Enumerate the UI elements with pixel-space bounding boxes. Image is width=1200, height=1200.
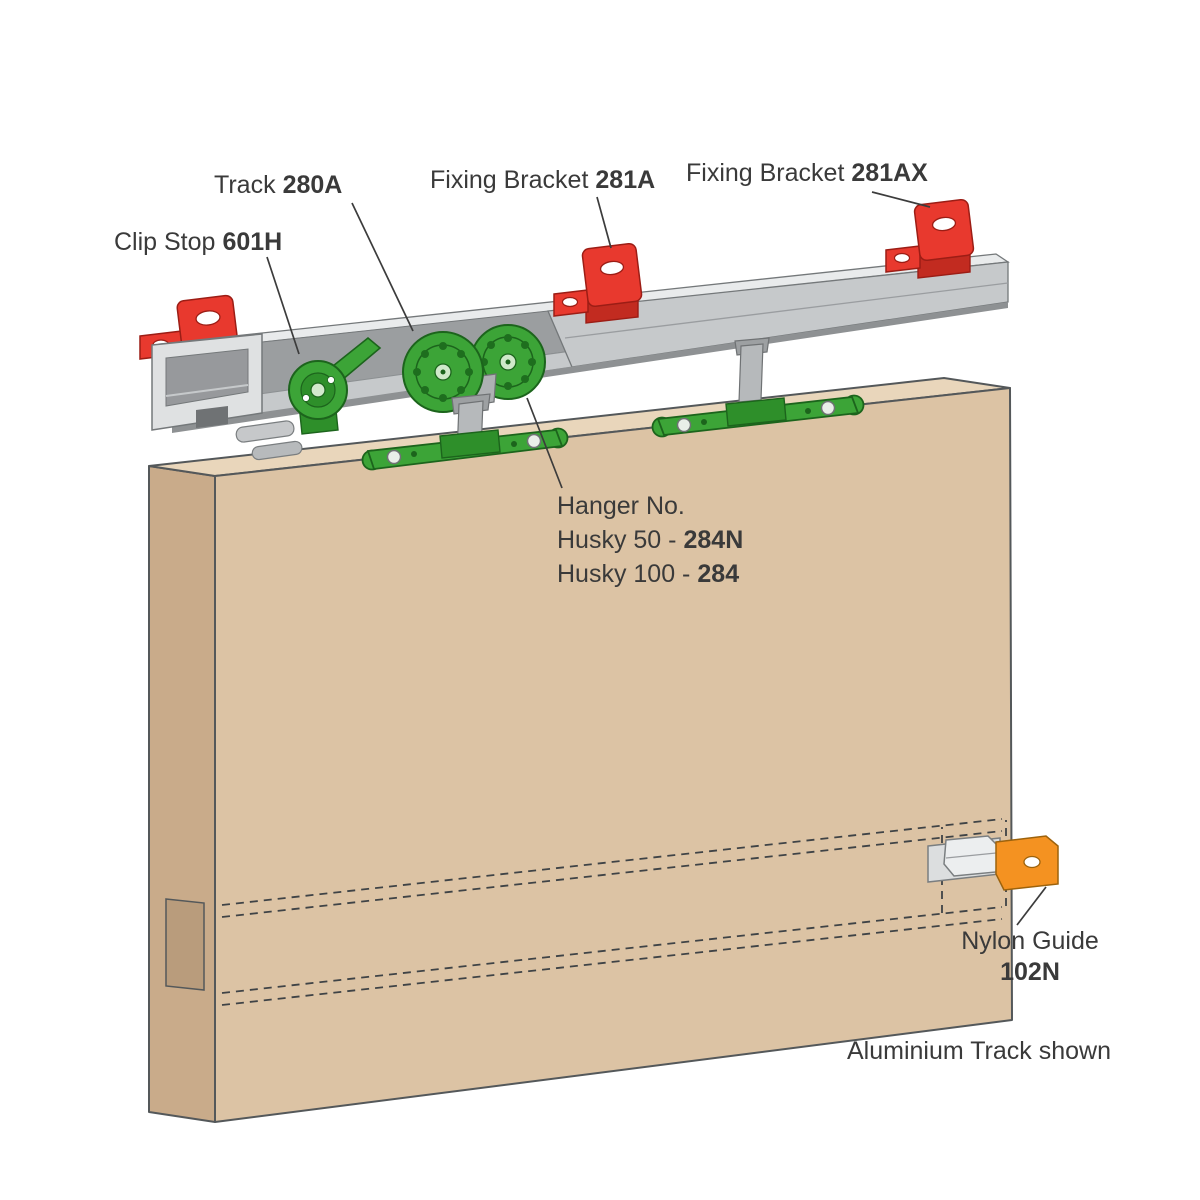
hanger-wheel-front <box>402 331 484 413</box>
groove-hidden-lines <box>221 818 1007 1006</box>
label-fixing-bracket-281a-code: 281A <box>595 166 656 194</box>
hanger-bracket-boss <box>725 397 787 427</box>
bracket-hole <box>805 408 811 414</box>
label-nylon-guide-name: Nylon Guide <box>961 927 1099 955</box>
groove-hidden-line <box>221 918 1003 1006</box>
label-hanger-row2-name: Husky 100 - <box>557 560 691 588</box>
clip-stop-hole <box>327 376 335 384</box>
label-hanger-row1-name: Husky 50 - <box>557 526 677 554</box>
end-stop-pin <box>235 420 295 443</box>
label-fixing-bracket-281a-name: Fixing Bracket <box>430 166 589 194</box>
wheel-hub-dot <box>505 359 511 365</box>
bracket-hole <box>701 419 707 425</box>
hanger-front-graphic <box>361 324 569 471</box>
groove-hidden-line <box>221 818 1003 906</box>
label-hanger: Hanger No. Husky 50 -284N Husky 100 -284 <box>557 489 743 591</box>
bracket-foot-hole <box>561 296 579 308</box>
leader-line-bracket-281ax <box>871 191 931 208</box>
label-footnote: Aluminium Track shown <box>847 1037 1111 1065</box>
door-side-face <box>148 465 216 1123</box>
track-end-slot <box>196 406 228 428</box>
door-groove-notch <box>165 898 205 991</box>
label-fixing-bracket-281ax-name: Fixing Bracket <box>686 159 845 187</box>
bracket-screw <box>820 400 836 416</box>
leader-line-bracket-281a <box>596 196 612 249</box>
clip-stop-hole <box>302 394 310 402</box>
bracket-screw <box>526 433 542 449</box>
label-clip-stop-code: 601H <box>222 228 283 256</box>
bracket-foot-hole <box>893 252 911 264</box>
wheel-holes <box>413 342 473 402</box>
clip-stop-hub <box>310 382 326 398</box>
track-end-hollow <box>165 348 249 407</box>
end-stop-pin <box>251 440 303 461</box>
guide-block-line <box>945 852 997 859</box>
leader-line-nylon-guide <box>1016 886 1047 926</box>
label-nylon-guide-code: 102N <box>1000 958 1060 987</box>
hanger-bracket-boss <box>439 429 501 459</box>
hanger-stem <box>738 343 764 403</box>
guide-bracket-hole <box>1023 855 1041 869</box>
label-hanger-row1-code: 284N <box>683 526 744 554</box>
wheel-hub-dot <box>440 369 446 375</box>
bracket-hole <box>511 441 517 447</box>
bracket-hole <box>411 451 417 457</box>
label-hanger-row2-code: 284 <box>697 560 740 588</box>
track-bottom-lip <box>172 302 1008 433</box>
label-clip-stop-name: Clip Stop <box>114 228 216 256</box>
label-track-name: Track <box>214 171 276 199</box>
bracket-hole <box>599 260 625 276</box>
groove-hidden-line <box>221 830 1003 918</box>
label-track-code: 280A <box>282 171 343 199</box>
bracket-screw <box>676 417 692 433</box>
label-hanger-title: Hanger No. <box>557 492 685 520</box>
fixing-bracket-281a-graphic <box>553 242 643 324</box>
label-hanger-row1: Husky 50 -284N <box>557 523 743 557</box>
bracket-hole <box>195 310 221 326</box>
leader-line-clip-stop <box>266 256 300 355</box>
track-extrusion-line <box>564 282 1009 339</box>
nylon-guide-graphic <box>927 835 1059 891</box>
label-nylon-guide: Nylon Guide 102N <box>950 926 1110 989</box>
bracket-hole <box>931 216 957 232</box>
fixing-bracket-281ax-graphic <box>885 198 975 279</box>
door-panel <box>148 377 1013 1123</box>
leader-line-track <box>351 202 414 332</box>
track-end-lip-line <box>165 384 249 397</box>
bracket-screw <box>386 449 402 465</box>
leader-lines <box>266 191 1047 926</box>
hanger-rear-graphic <box>651 337 865 438</box>
clip-stop-graphic <box>288 336 382 435</box>
label-hanger-row2: Husky 100 -284 <box>557 557 743 591</box>
groove-hidden-line <box>221 906 1003 994</box>
label-fixing-bracket-281ax-code: 281AX <box>851 159 928 187</box>
leader-line-hanger <box>526 397 563 489</box>
